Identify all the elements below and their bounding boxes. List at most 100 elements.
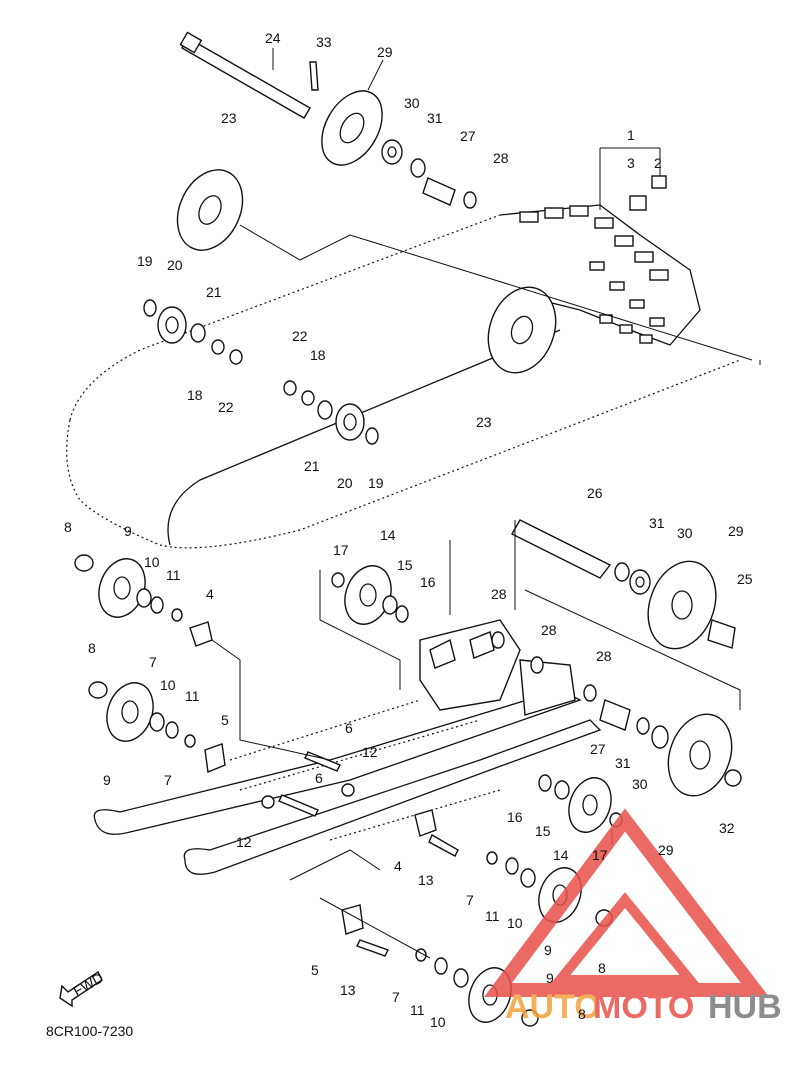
callout-30: 30 bbox=[404, 95, 420, 111]
callout-29: 29 bbox=[728, 523, 744, 539]
circlip-11-c bbox=[505, 857, 519, 875]
idler-wheel-23-belt bbox=[487, 286, 557, 374]
pin-33 bbox=[309, 61, 319, 91]
callout-29: 29 bbox=[377, 44, 393, 60]
washer-18-left bbox=[211, 339, 225, 355]
callout-21: 21 bbox=[206, 284, 222, 300]
callout-7: 7 bbox=[392, 989, 400, 1005]
callout-4: 4 bbox=[394, 858, 402, 874]
nut-12-b bbox=[261, 795, 275, 809]
circlip-16-b bbox=[538, 774, 552, 792]
callout-11: 11 bbox=[410, 1002, 425, 1018]
leader-lines-bottom bbox=[211, 360, 761, 959]
callout-22: 22 bbox=[292, 328, 308, 344]
callout-9: 9 bbox=[546, 970, 554, 986]
callout-30: 30 bbox=[632, 776, 648, 792]
callout-19: 19 bbox=[368, 475, 384, 491]
circlip-11-b bbox=[165, 721, 179, 739]
callout-28: 28 bbox=[596, 648, 612, 664]
callout-24: 24 bbox=[265, 30, 281, 46]
callout-28: 28 bbox=[541, 622, 557, 638]
callout-9: 9 bbox=[103, 772, 111, 788]
circlip-11-a bbox=[150, 596, 164, 614]
callout-33: 33 bbox=[316, 34, 332, 50]
circlip-31-top bbox=[410, 158, 426, 178]
nut-32 bbox=[724, 769, 742, 787]
track-belt bbox=[66, 204, 741, 549]
circlip-31-c bbox=[636, 717, 650, 735]
wheel-14-a bbox=[344, 565, 392, 625]
callout-16: 16 bbox=[420, 574, 436, 590]
callout-23: 23 bbox=[476, 414, 492, 430]
collar-25 bbox=[707, 619, 736, 649]
callout-10: 10 bbox=[430, 1014, 446, 1030]
callout-6: 6 bbox=[315, 770, 323, 786]
callout-18: 18 bbox=[187, 387, 203, 403]
callout-4: 4 bbox=[206, 586, 214, 602]
watermark-logo: AUTO MOTO HUB bbox=[484, 808, 782, 1026]
washer-7-c bbox=[486, 851, 498, 865]
callout-10: 10 bbox=[160, 677, 176, 693]
callout-17: 17 bbox=[333, 542, 349, 558]
callout-22: 22 bbox=[218, 399, 234, 415]
bolt-13-b bbox=[356, 939, 389, 957]
bearing-20-left bbox=[157, 306, 187, 344]
callout-6: 6 bbox=[345, 720, 353, 736]
bearing-10-c bbox=[520, 868, 536, 888]
track-cleats bbox=[519, 205, 669, 344]
bolt-13-a bbox=[428, 833, 459, 857]
circlip-21-mid bbox=[317, 400, 333, 420]
callout-13: 13 bbox=[340, 982, 356, 998]
callout-23: 23 bbox=[221, 110, 237, 126]
callout-15: 15 bbox=[535, 823, 551, 839]
callout-31: 31 bbox=[615, 755, 631, 771]
fwd-label: FWD bbox=[70, 969, 106, 999]
watermark-text-moto: MOTO bbox=[593, 988, 694, 1026]
callout-28: 28 bbox=[493, 150, 509, 166]
callout-11: 11 bbox=[185, 688, 200, 704]
bearing-30-b bbox=[629, 569, 651, 595]
callout-2: 2 bbox=[654, 155, 662, 171]
rear-idler-wheel-29-top bbox=[321, 90, 383, 166]
slider-clips bbox=[629, 175, 667, 211]
callout-8: 8 bbox=[88, 640, 96, 656]
rear-axle-shaft bbox=[179, 31, 311, 119]
watermark-text-hub: HUB bbox=[708, 988, 782, 1026]
callout-9: 9 bbox=[544, 942, 552, 958]
callout-10: 10 bbox=[507, 915, 523, 931]
callout-29: 29 bbox=[658, 842, 674, 858]
callout-21: 21 bbox=[304, 458, 320, 474]
callout-31: 31 bbox=[649, 515, 665, 531]
circlip-16-a bbox=[395, 605, 409, 623]
callout-8: 8 bbox=[578, 1006, 586, 1022]
callout-7: 7 bbox=[149, 654, 157, 670]
bearing-30-top bbox=[381, 139, 403, 165]
callout-31: 31 bbox=[427, 110, 443, 126]
callout-27: 27 bbox=[460, 128, 476, 144]
washer-28-top bbox=[463, 191, 477, 209]
circlip-21-left bbox=[190, 323, 206, 343]
leader-lines-top bbox=[239, 48, 753, 361]
nut-12-a bbox=[341, 783, 355, 797]
bolt-6-a bbox=[304, 751, 341, 772]
washer-7-b bbox=[184, 734, 196, 748]
callout-12: 12 bbox=[362, 744, 378, 760]
callout-9: 9 bbox=[124, 523, 132, 539]
callout-11: 11 bbox=[485, 908, 500, 924]
rear-shaft-26 bbox=[511, 519, 612, 579]
bracket-5-b bbox=[341, 904, 364, 935]
watermark-text-auto: AUTO bbox=[505, 988, 601, 1026]
callout-17: 17 bbox=[592, 847, 608, 863]
bearing-15-b bbox=[554, 780, 570, 800]
callout-32: 32 bbox=[719, 820, 735, 836]
callout-14: 14 bbox=[553, 847, 569, 863]
callout-5: 5 bbox=[311, 962, 319, 978]
circlip-31-b bbox=[614, 562, 630, 582]
callout-7: 7 bbox=[466, 892, 474, 908]
bearing-10-b bbox=[149, 712, 165, 732]
rear-wheel-29-c bbox=[667, 713, 733, 797]
callout-8: 8 bbox=[64, 519, 72, 535]
callout-1: 1 bbox=[627, 127, 635, 143]
callout-27: 27 bbox=[590, 741, 606, 757]
